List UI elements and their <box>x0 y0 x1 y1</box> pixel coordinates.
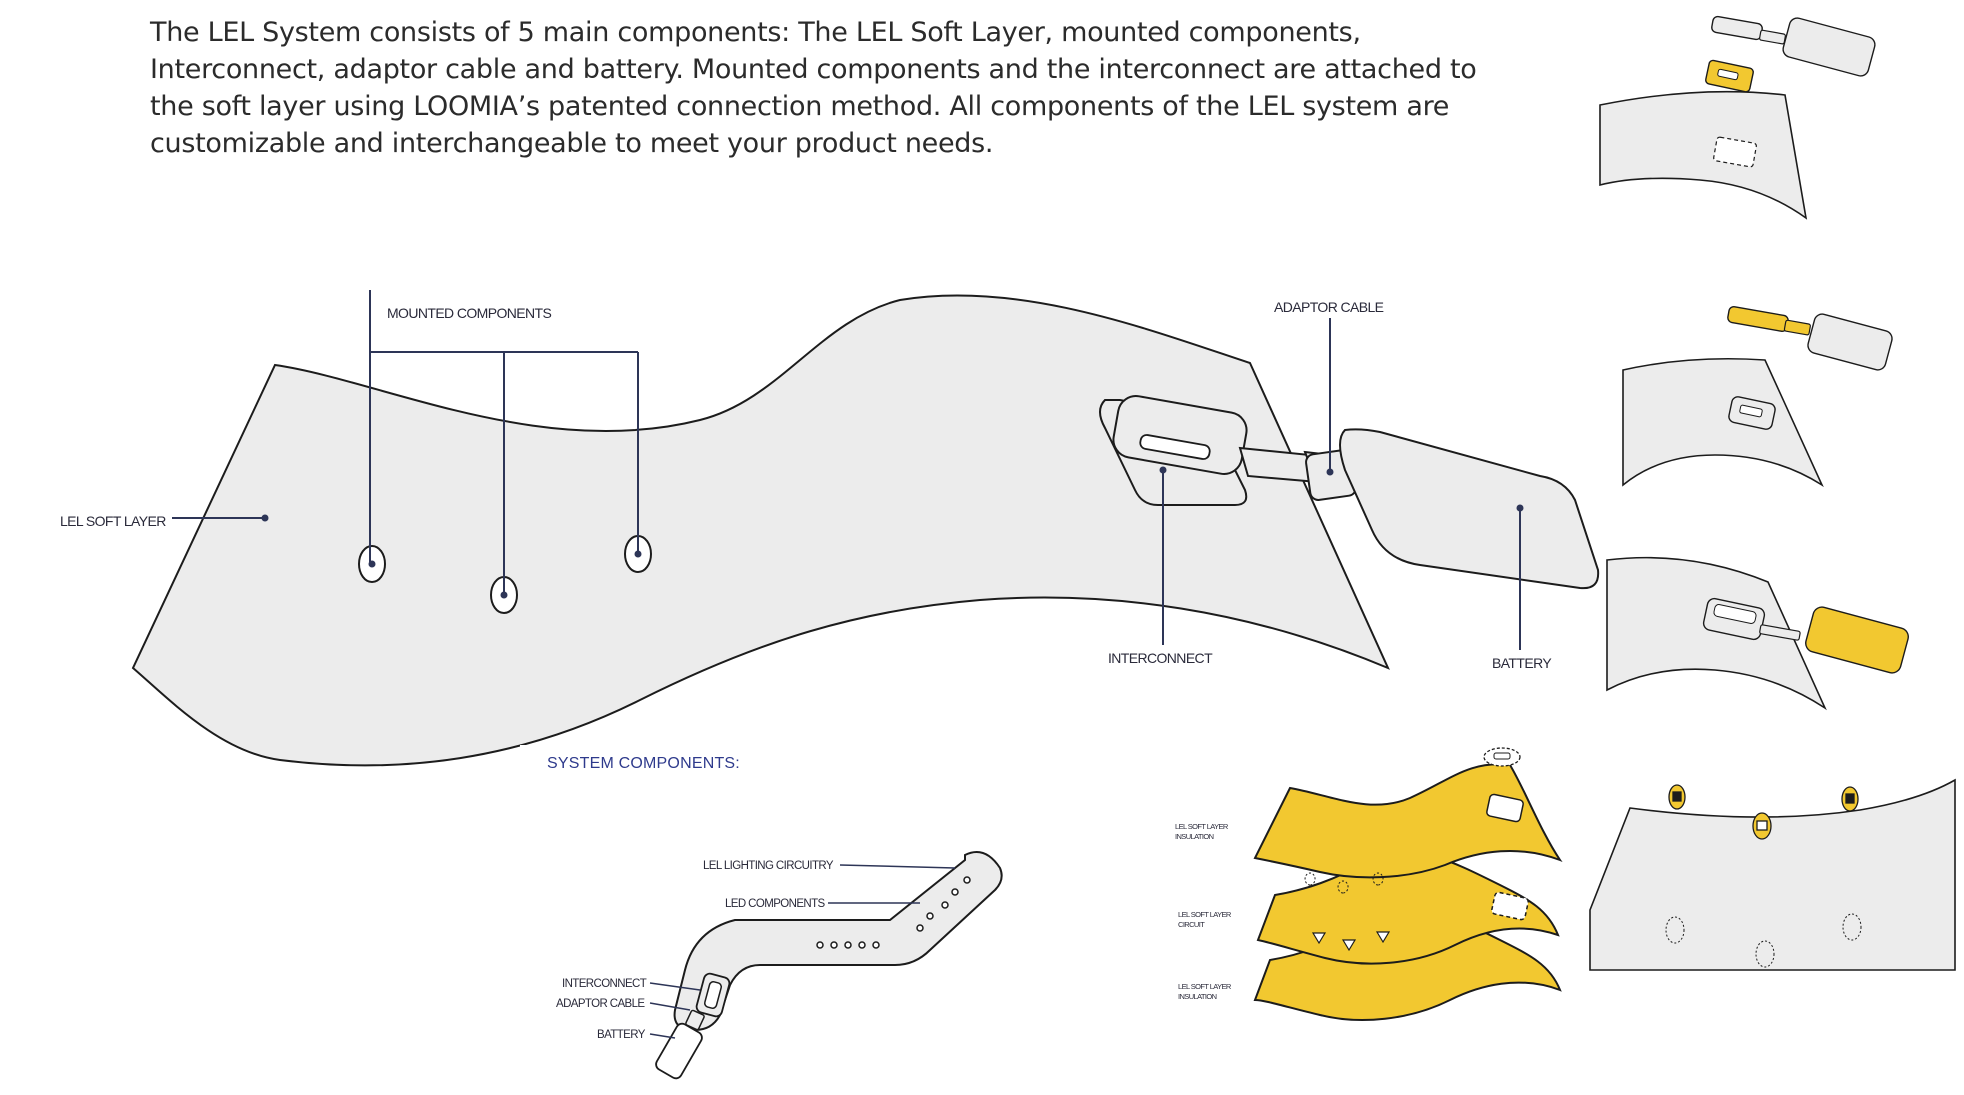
label-battery: BATTERY <box>1492 655 1552 671</box>
interconnect <box>1099 395 1248 506</box>
label-circuit-line2: CIRCUIT <box>1178 920 1205 929</box>
main-soft-layer <box>131 294 1390 767</box>
svg-text:LEL SOFT LAYER: LEL SOFT LAYER <box>1178 982 1232 991</box>
svg-text:LEL SOFT LAYER: LEL SOFT LAYER <box>1178 910 1232 919</box>
label-adaptor-cable-small: ADAPTOR CABLE <box>556 998 645 1010</box>
label-battery-small: BATTERY <box>597 1029 646 1041</box>
label-lel-soft-layer: LEL SOFT LAYER <box>60 513 166 529</box>
label-interconnect-small: INTERCONNECT <box>562 978 647 990</box>
label-insulation-bottom-line2: INSULATION <box>1178 992 1217 1001</box>
system-components-title: SYSTEM COMPONENTS: <box>547 755 740 772</box>
assembly-step-1 <box>1599 15 1876 220</box>
svg-text:INSULATION: INSULATION <box>1175 832 1214 841</box>
label-insulation-top-line1: LEL SOFT LAYER <box>1175 822 1229 831</box>
assembly-step-2 <box>1622 306 1893 488</box>
assembly-step-4 <box>1589 778 1956 971</box>
label-insulation-bottom-line1: LEL SOFT LAYER <box>1178 982 1232 991</box>
system-components-diagram <box>655 851 1003 1080</box>
svg-text:CIRCUIT: CIRCUIT <box>1178 920 1205 929</box>
svg-text:INSULATION: INSULATION <box>1178 992 1217 1001</box>
battery <box>1339 428 1600 590</box>
label-mounted-components: MOUNTED COMPONENTS <box>387 305 551 321</box>
mounted-components-leader <box>369 290 639 593</box>
label-interconnect: INTERCONNECT <box>1108 650 1213 666</box>
intro-paragraph: The LEL System consists of 5 main compon… <box>150 17 1477 159</box>
label-led-components: LED COMPONENTS <box>725 898 826 910</box>
svg-text:LEL SOFT LAYER: LEL SOFT LAYER <box>1175 822 1229 831</box>
label-lighting-circuitry: LEL LIGHTING CIRCUITRY <box>703 860 834 872</box>
label-circuit-line1: LEL SOFT LAYER <box>1178 910 1232 919</box>
layer-stack <box>1253 747 1563 1021</box>
label-adaptor-cable: ADAPTOR CABLE <box>1274 299 1384 315</box>
layer-stack-labels: LEL SOFT LAYER INSULATION LEL SOFT LAYER… <box>1175 822 1233 1001</box>
label-insulation-top-line2: INSULATION <box>1175 832 1214 841</box>
assembly-step-3 <box>1606 556 1909 711</box>
